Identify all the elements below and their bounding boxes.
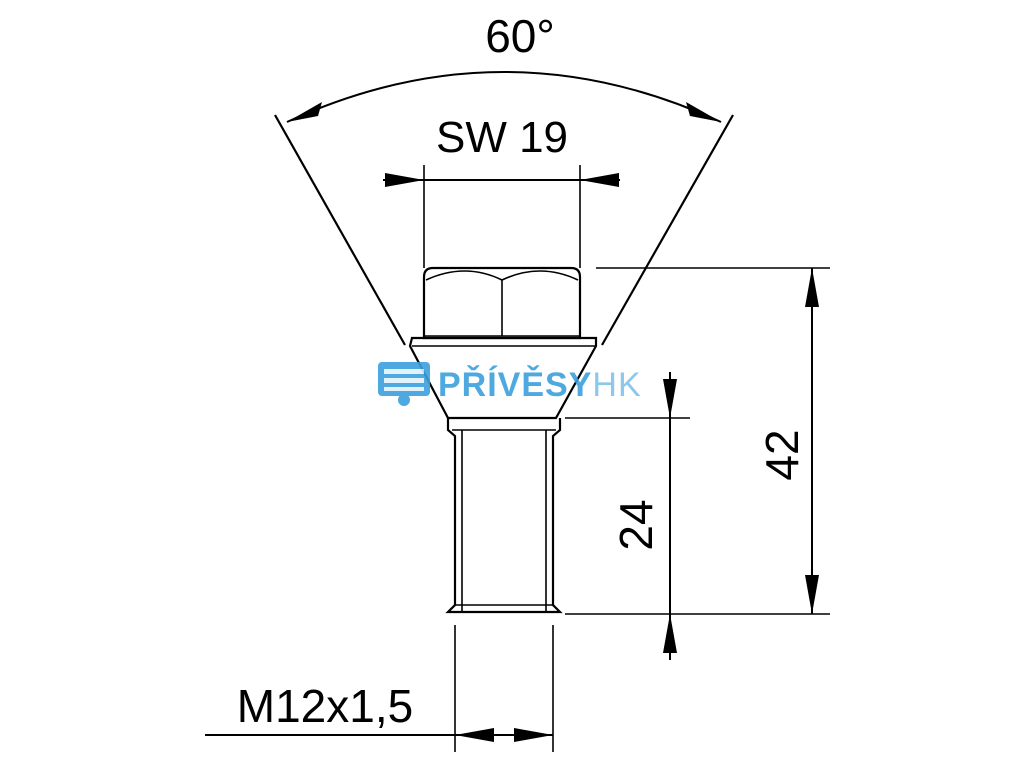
total-length-label: 42 [756, 429, 808, 480]
trailer-icon [378, 362, 430, 406]
watermark-brand: PŘÍVĚSYHK [438, 366, 642, 404]
angle-arrow-right [686, 102, 721, 122]
watermark-brand-light: HK [592, 366, 641, 404]
wrench-size-dimension: SW 19 [383, 113, 620, 268]
angle-label: 60° [485, 10, 555, 62]
hex-head [422, 266, 582, 340]
angle-arrow-left [287, 102, 322, 122]
watermark-logo: PŘÍVĚSYHK [378, 362, 642, 406]
threaded-shank [445, 418, 563, 614]
total-length-arrow-bottom [805, 575, 819, 614]
watermark-brand-bold: PŘÍVĚSY [438, 366, 592, 404]
sw-arrow-left [385, 173, 424, 187]
thread-length-arrow-top [663, 379, 677, 418]
thread-spec-dimension: M12x1,5 [205, 625, 554, 752]
conical-seat [408, 336, 598, 420]
trailer-icon-stripe-3 [384, 387, 424, 391]
angle-extension-left [274, 114, 406, 346]
angle-arc [286, 71, 722, 123]
thread-length-label: 24 [610, 499, 662, 550]
angle-extension-right [601, 114, 734, 346]
total-length-arrow-top [805, 268, 819, 307]
sw-arrow-right [580, 173, 619, 187]
thread-spec-arrow-left [455, 728, 494, 742]
sw-label: SW 19 [436, 113, 568, 162]
trailer-icon-wheel [398, 394, 410, 406]
total-length-dimension: 42 [565, 267, 830, 615]
trailer-icon-stripe [384, 369, 424, 374]
bolt-outline [408, 266, 598, 614]
thread-length-arrow-bottom [663, 614, 677, 653]
thread-length-dimension: 24 [565, 372, 690, 660]
hex-chamfer-right [501, 270, 579, 281]
thread-spec-arrow-right [514, 728, 553, 742]
trailer-icon-stripe-2 [384, 378, 424, 383]
thread-spec-label: M12x1,5 [237, 680, 413, 732]
hex-chamfer-left [425, 270, 503, 281]
angle-dimension: 60° [274, 10, 734, 346]
